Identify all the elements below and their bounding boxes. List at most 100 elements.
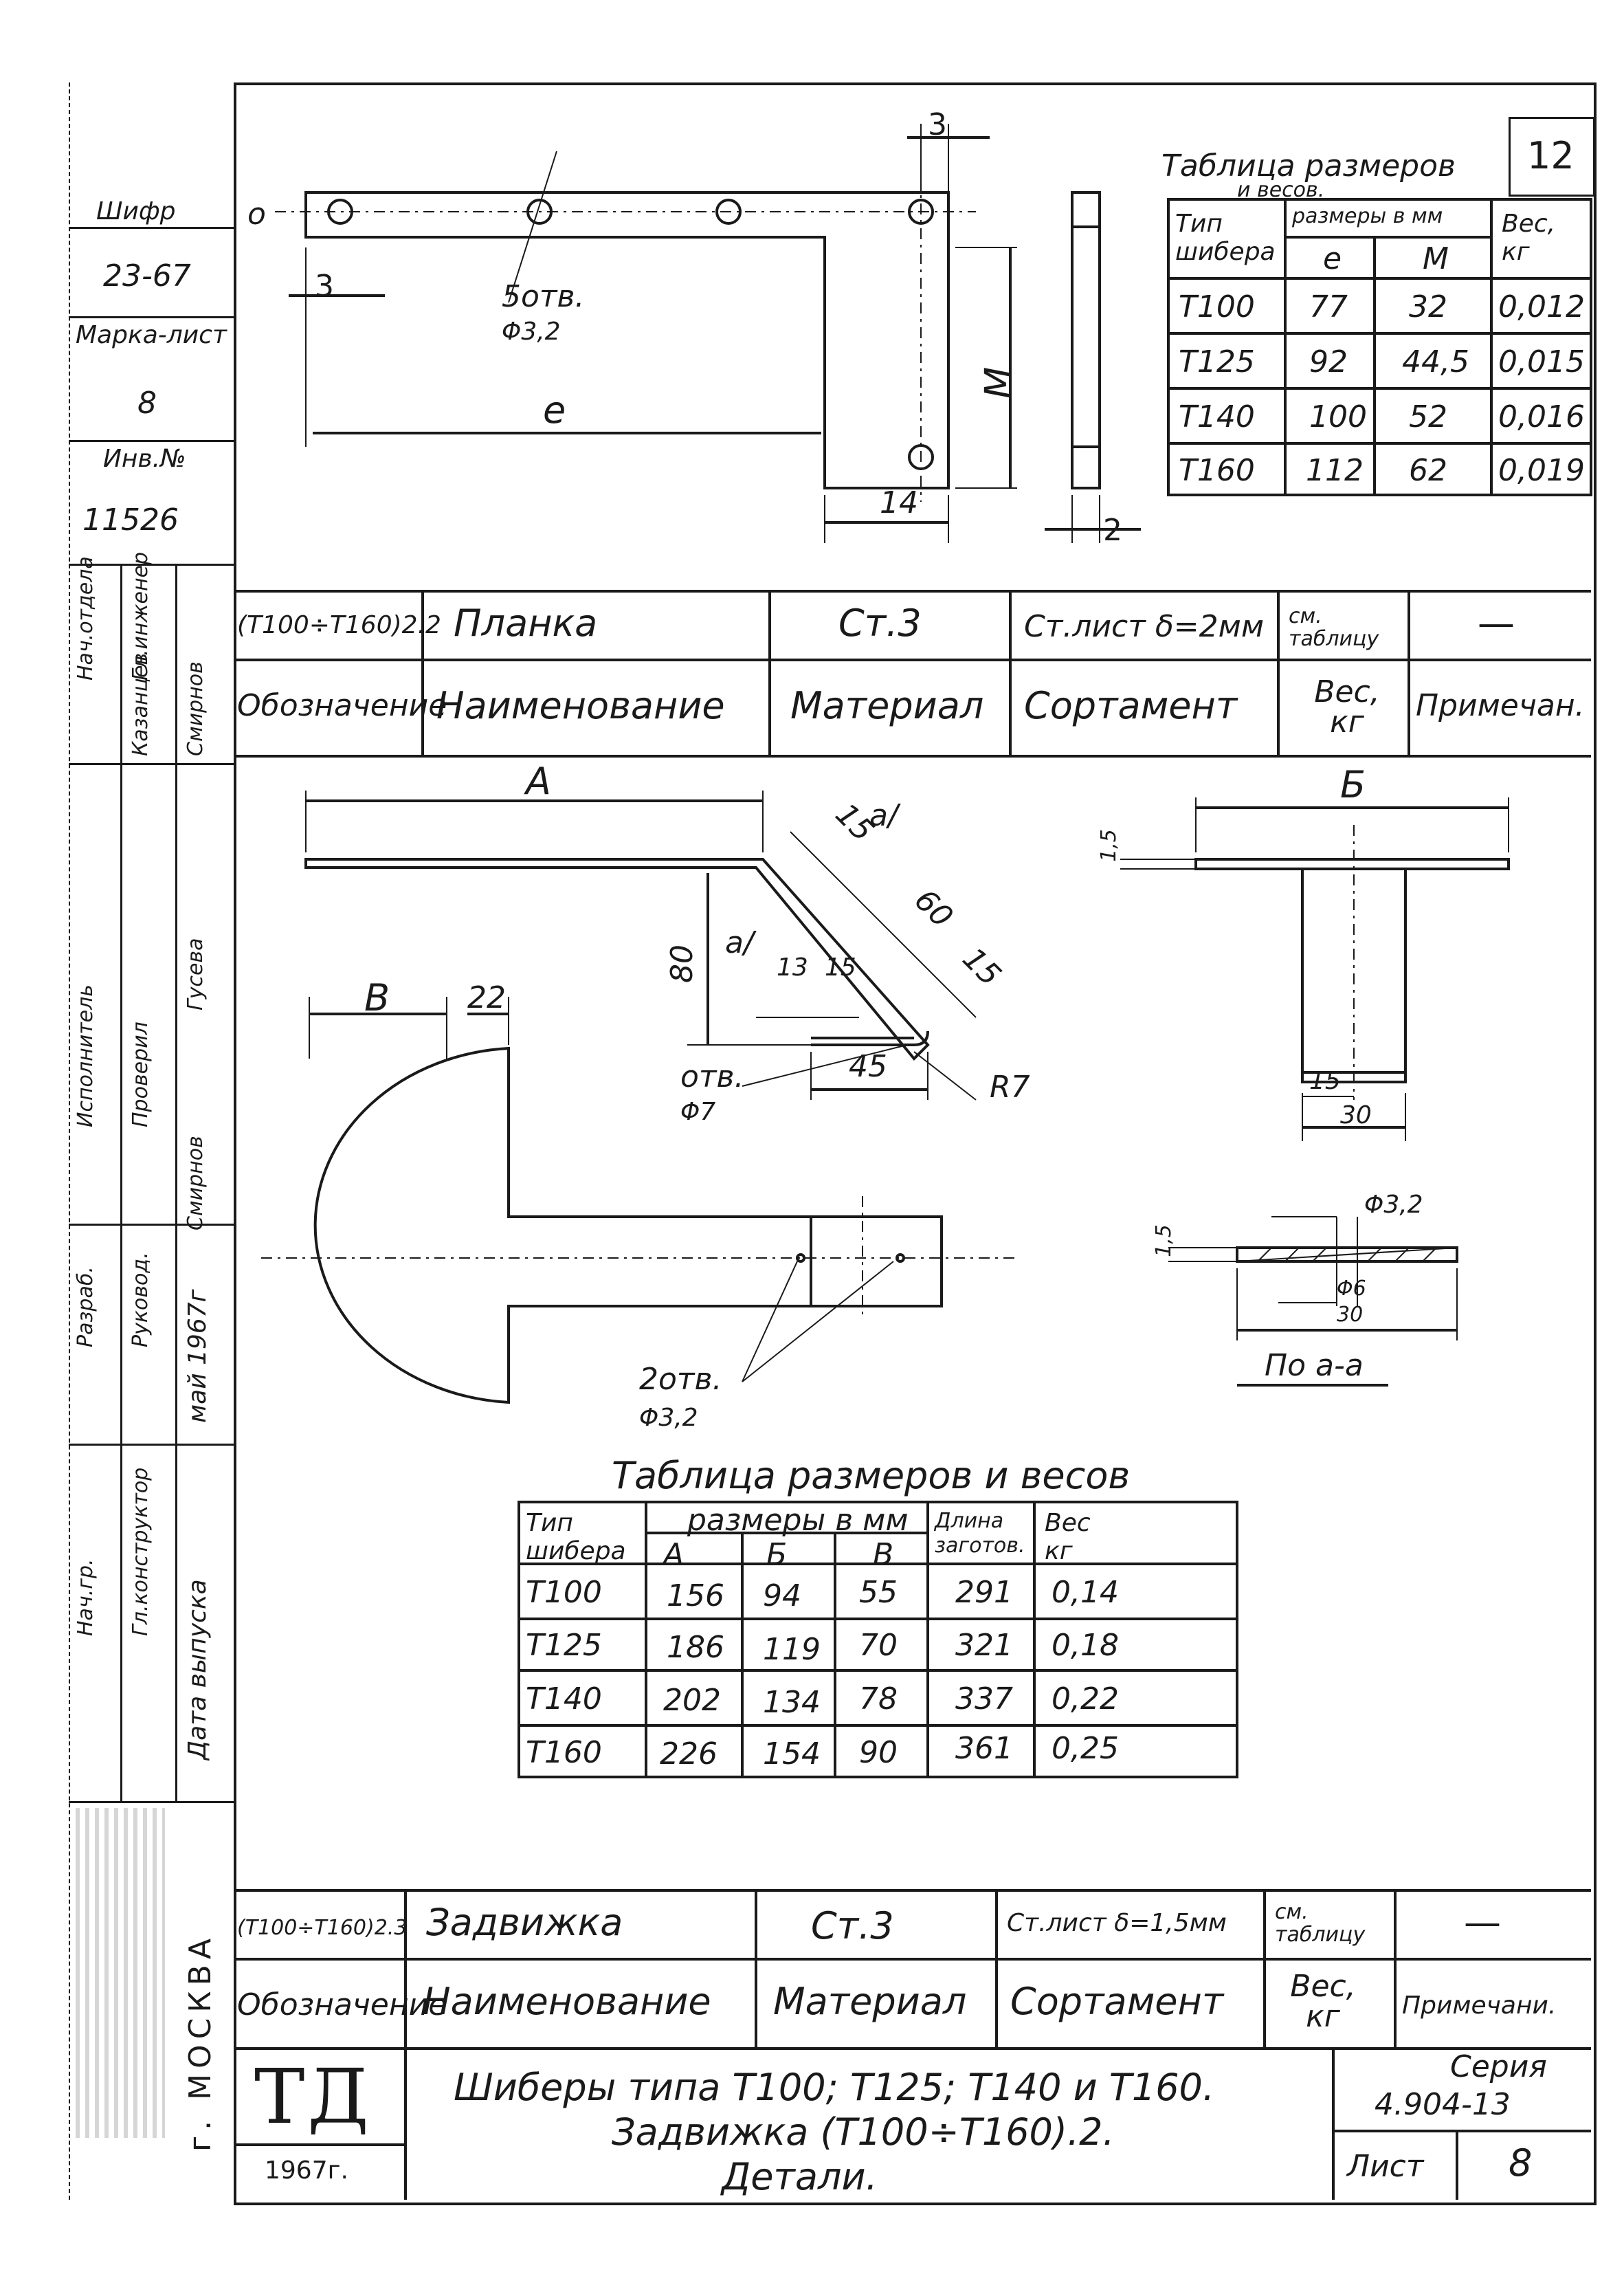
gate-r1-w: 0,14 bbox=[1052, 1575, 1119, 1610]
plank-holes-dia: Φ3,2 bbox=[502, 318, 561, 346]
plank-r2-type: T125 bbox=[1179, 344, 1255, 379]
plank-r4-e: 112 bbox=[1306, 453, 1364, 488]
plank-th-type: Тип шибера bbox=[1175, 210, 1276, 267]
gate-holes2-dia: Φ3,2 bbox=[639, 1404, 698, 1432]
gate-r2-V: 70 bbox=[859, 1628, 898, 1663]
gate-dim-phi6: Φ6 bbox=[1337, 1277, 1366, 1301]
gate-dim-15c: 15 bbox=[825, 953, 856, 982]
sheet-value: 8 bbox=[1509, 2141, 1533, 2185]
gate-dim-1-5a: 1,5 bbox=[1096, 829, 1121, 862]
role-1: Нач.отдела bbox=[74, 556, 98, 681]
gate-r3-A: 202 bbox=[663, 1683, 721, 1718]
gate-dim-15d: 15 bbox=[1309, 1067, 1341, 1095]
gate-r4-B: 154 bbox=[763, 1736, 821, 1771]
role-5: Разраб. bbox=[74, 1266, 98, 1347]
sheet-number-top: 12 bbox=[1527, 134, 1575, 177]
gate-spec-h-designation: Обозначение bbox=[237, 1987, 447, 2022]
role-4: Исполнитель bbox=[74, 984, 98, 1127]
role-3: Проверил bbox=[129, 1022, 153, 1127]
role-6: Руковод. bbox=[129, 1252, 153, 1347]
gate-r3-V: 78 bbox=[859, 1681, 898, 1716]
plank-spec-designation: (T100÷T160)2.2 bbox=[237, 611, 441, 639]
plank-dim-3a: 3 bbox=[928, 107, 947, 142]
series-value: 4.904-13 bbox=[1375, 2087, 1511, 2122]
plank-r2-m: 44,5 bbox=[1402, 344, 1469, 379]
gate-dim-A: A bbox=[526, 760, 551, 803]
plank-spec-h-note: Примечан. bbox=[1416, 688, 1585, 723]
grade-sheet-label: Марка-лист bbox=[76, 321, 227, 349]
plank-spec-h-material: Материал bbox=[790, 684, 984, 727]
gate-spec-h-note: Примечани. bbox=[1402, 1991, 1557, 2020]
plank-dim-e: e bbox=[543, 388, 566, 432]
gate-dim-B: Б bbox=[1340, 763, 1366, 806]
title-block-year: 1967г. bbox=[265, 2156, 348, 2185]
gate-th-length: Длина заготов. bbox=[935, 1509, 1025, 1558]
gate-dim-a2: a/ bbox=[725, 925, 754, 960]
gate-spec-name: Задвижка bbox=[426, 1901, 623, 1944]
gate-r1-type: T100 bbox=[526, 1575, 602, 1610]
plank-r2-w: 0,015 bbox=[1498, 344, 1585, 379]
plank-spec-h-assortment: Сортамент bbox=[1024, 684, 1238, 727]
plank-th-m: M bbox=[1423, 241, 1449, 276]
gate-r1-len: 291 bbox=[955, 1575, 1013, 1610]
gate-r2-len: 321 bbox=[955, 1628, 1013, 1663]
gate-hole-dia: Φ7 bbox=[680, 1098, 716, 1126]
gate-r2-type: T125 bbox=[526, 1628, 602, 1663]
code-value: 23-67 bbox=[103, 258, 191, 294]
plank-spec-weight: см. таблицу bbox=[1289, 604, 1379, 651]
gate-dim-a1: a/ bbox=[869, 798, 898, 833]
gate-dim-phi32: Φ3,2 bbox=[1364, 1191, 1423, 1219]
gate-spec-h-name: Наименование bbox=[423, 1980, 711, 2023]
grade-sheet-value: 8 bbox=[137, 386, 157, 421]
main-frame bbox=[234, 82, 1597, 2205]
plank-r1-m: 32 bbox=[1409, 289, 1447, 324]
gate-spec-weight: см. таблицу bbox=[1275, 1900, 1366, 1947]
gate-dim-30b: 30 bbox=[1337, 1303, 1364, 1327]
plank-spec-note: — bbox=[1478, 601, 1515, 645]
plank-spec-name: Планка bbox=[454, 601, 598, 645]
gate-r2-A: 186 bbox=[667, 1630, 724, 1665]
gate-dim-80: 80 bbox=[665, 945, 700, 983]
gate-spec-designation: (T100÷T160)2.3 bbox=[237, 1916, 408, 1940]
gate-dim-13: 13 bbox=[777, 953, 808, 982]
gate-th-weight: Вес кг bbox=[1045, 1509, 1091, 1566]
gate-th-sizes: размеры в мм bbox=[687, 1503, 909, 1538]
release-date-value: май 1967г bbox=[183, 1289, 212, 1423]
gate-r3-B: 134 bbox=[763, 1685, 821, 1720]
gate-r4-type: T160 bbox=[526, 1735, 602, 1770]
signature-1: Казанцев bbox=[129, 652, 153, 756]
plank-table-title: Таблица размеров bbox=[1161, 148, 1456, 184]
role-7: Нач.гр. bbox=[74, 1558, 98, 1636]
plank-r3-m: 52 bbox=[1409, 399, 1447, 434]
plank-r4-type: T160 bbox=[1179, 453, 1255, 488]
plank-r1-w: 0,012 bbox=[1498, 289, 1585, 324]
gate-spec-material: Ст.3 bbox=[811, 1904, 894, 1947]
gate-spec-h-weight: Вес, кг bbox=[1290, 1969, 1356, 2034]
plank-spec-assortment: Ст.лист δ=2мм bbox=[1024, 609, 1265, 644]
plank-r1-e: 77 bbox=[1309, 289, 1348, 324]
title-line-3: Детали. bbox=[722, 2155, 878, 2198]
gate-r4-A: 226 bbox=[660, 1736, 718, 1771]
gate-th-A: A bbox=[663, 1537, 685, 1572]
gate-r4-V: 90 bbox=[859, 1735, 898, 1770]
plank-r4-w: 0,019 bbox=[1498, 453, 1585, 488]
plank-spec-h-weight: Вес, кг bbox=[1314, 674, 1380, 740]
plank-dim-m: M bbox=[977, 366, 1021, 399]
plank-r3-w: 0,016 bbox=[1498, 399, 1585, 434]
gate-spec-h-assortment: Сортамент bbox=[1010, 1980, 1224, 2023]
signature-4: Гусева bbox=[183, 938, 208, 1011]
plank-th-e: e bbox=[1323, 241, 1342, 276]
gate-r2-B: 119 bbox=[763, 1632, 821, 1667]
plank-holes-note: 5отв. bbox=[502, 279, 585, 314]
plank-table-subtitle: и весов. bbox=[1237, 178, 1325, 202]
gate-dim-V: В bbox=[364, 976, 390, 1019]
title-line-2: Задвижка (T100÷T160).2. bbox=[612, 2110, 1115, 2154]
gate-th-V: В bbox=[873, 1537, 894, 1572]
gate-dim-1-5b: 1,5 bbox=[1151, 1224, 1176, 1257]
role-8: Гл.конструктор bbox=[129, 1467, 153, 1636]
gate-hole-note: отв. bbox=[680, 1059, 744, 1094]
plank-dim-2: 2 bbox=[1103, 513, 1122, 548]
gate-spec-h-material: Материал bbox=[773, 1980, 967, 2023]
release-date-label: Дата выпуска bbox=[183, 1579, 212, 1760]
